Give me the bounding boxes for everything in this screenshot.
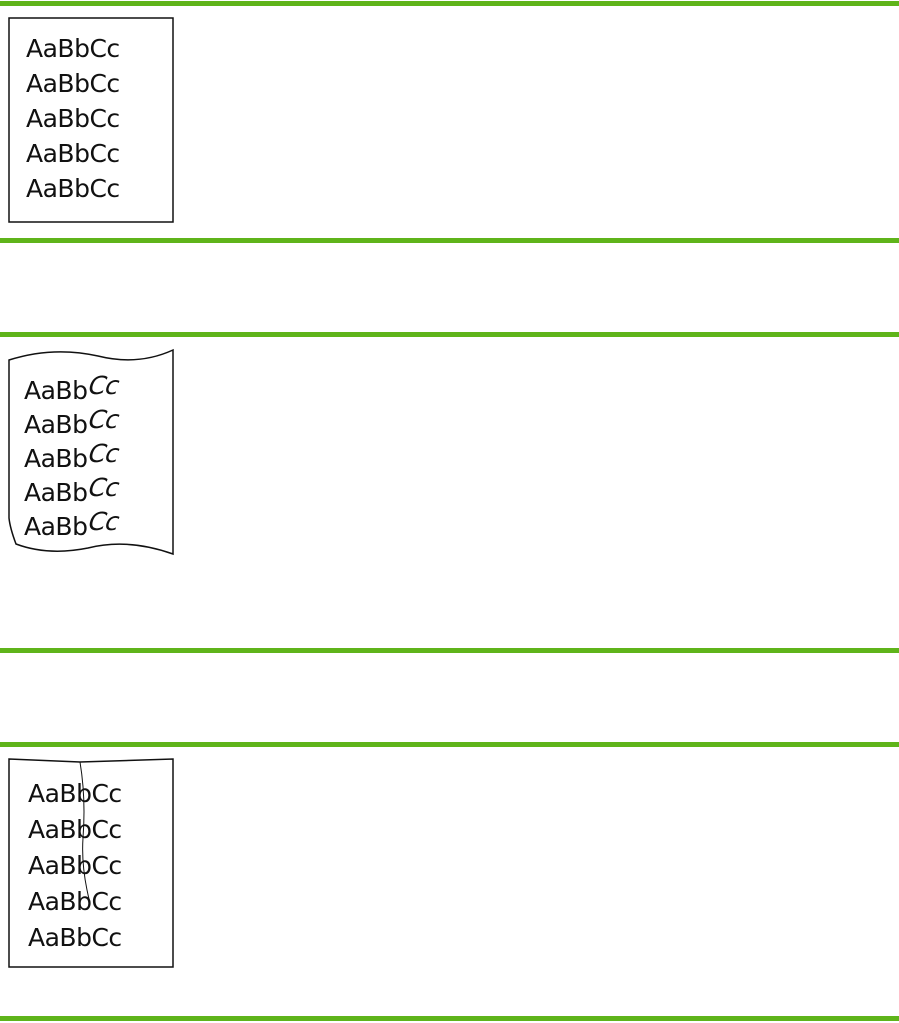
- sample-text-line: AaBbCc: [26, 139, 120, 168]
- sample-text-block: AaBbCc AaBbCc AaBbCc AaBbCc AaBbCc: [24, 371, 125, 544]
- sample-text-line: AaBbCc: [26, 34, 120, 63]
- sample-text-line: AaBbCc: [24, 405, 125, 439]
- section-rule: [0, 742, 899, 747]
- sample-text-line: AaBbCc: [28, 923, 122, 952]
- sample-text-line: AaBbCc: [24, 371, 125, 405]
- sample-text-line: AaBbCc: [28, 815, 122, 844]
- print-sample-curled: AaBbCc AaBbCc AaBbCc AaBbCc AaBbCc: [8, 348, 174, 556]
- sample-text-line: AaBbCc: [24, 473, 125, 507]
- sample-text-line: AaBbCc: [28, 887, 122, 916]
- section-rule: [0, 238, 899, 243]
- print-sample-wrinkled: AaBbCc AaBbCc AaBbCc AaBbCc AaBbCc: [8, 758, 174, 968]
- sample-text-line: AaBbCc: [24, 507, 125, 541]
- sample-text-block: AaBbCc AaBbCc AaBbCc AaBbCc AaBbCc: [28, 776, 122, 956]
- sample-text-line: AaBbCc: [26, 174, 120, 203]
- sample-text-line: AaBbCc: [26, 104, 120, 133]
- curled-page-icon: [8, 348, 174, 556]
- section-rule-top: [0, 1, 899, 6]
- section-rule: [0, 332, 899, 337]
- section-rule: [0, 648, 899, 653]
- sample-text-line: AaBbCc: [28, 851, 122, 880]
- sample-text-line: AaBbCc: [26, 69, 120, 98]
- page-outline-icon: [8, 17, 174, 223]
- sample-text-line: AaBbCc: [24, 439, 125, 473]
- print-sample-normal: AaBbCc AaBbCc AaBbCc AaBbCc AaBbCc: [8, 17, 174, 223]
- sample-text-line: AaBbCc: [28, 779, 122, 808]
- sample-text-block: AaBbCc AaBbCc AaBbCc AaBbCc AaBbCc: [26, 31, 120, 206]
- wrinkled-page-icon: [8, 758, 174, 968]
- section-rule-bottom: [0, 1016, 899, 1021]
